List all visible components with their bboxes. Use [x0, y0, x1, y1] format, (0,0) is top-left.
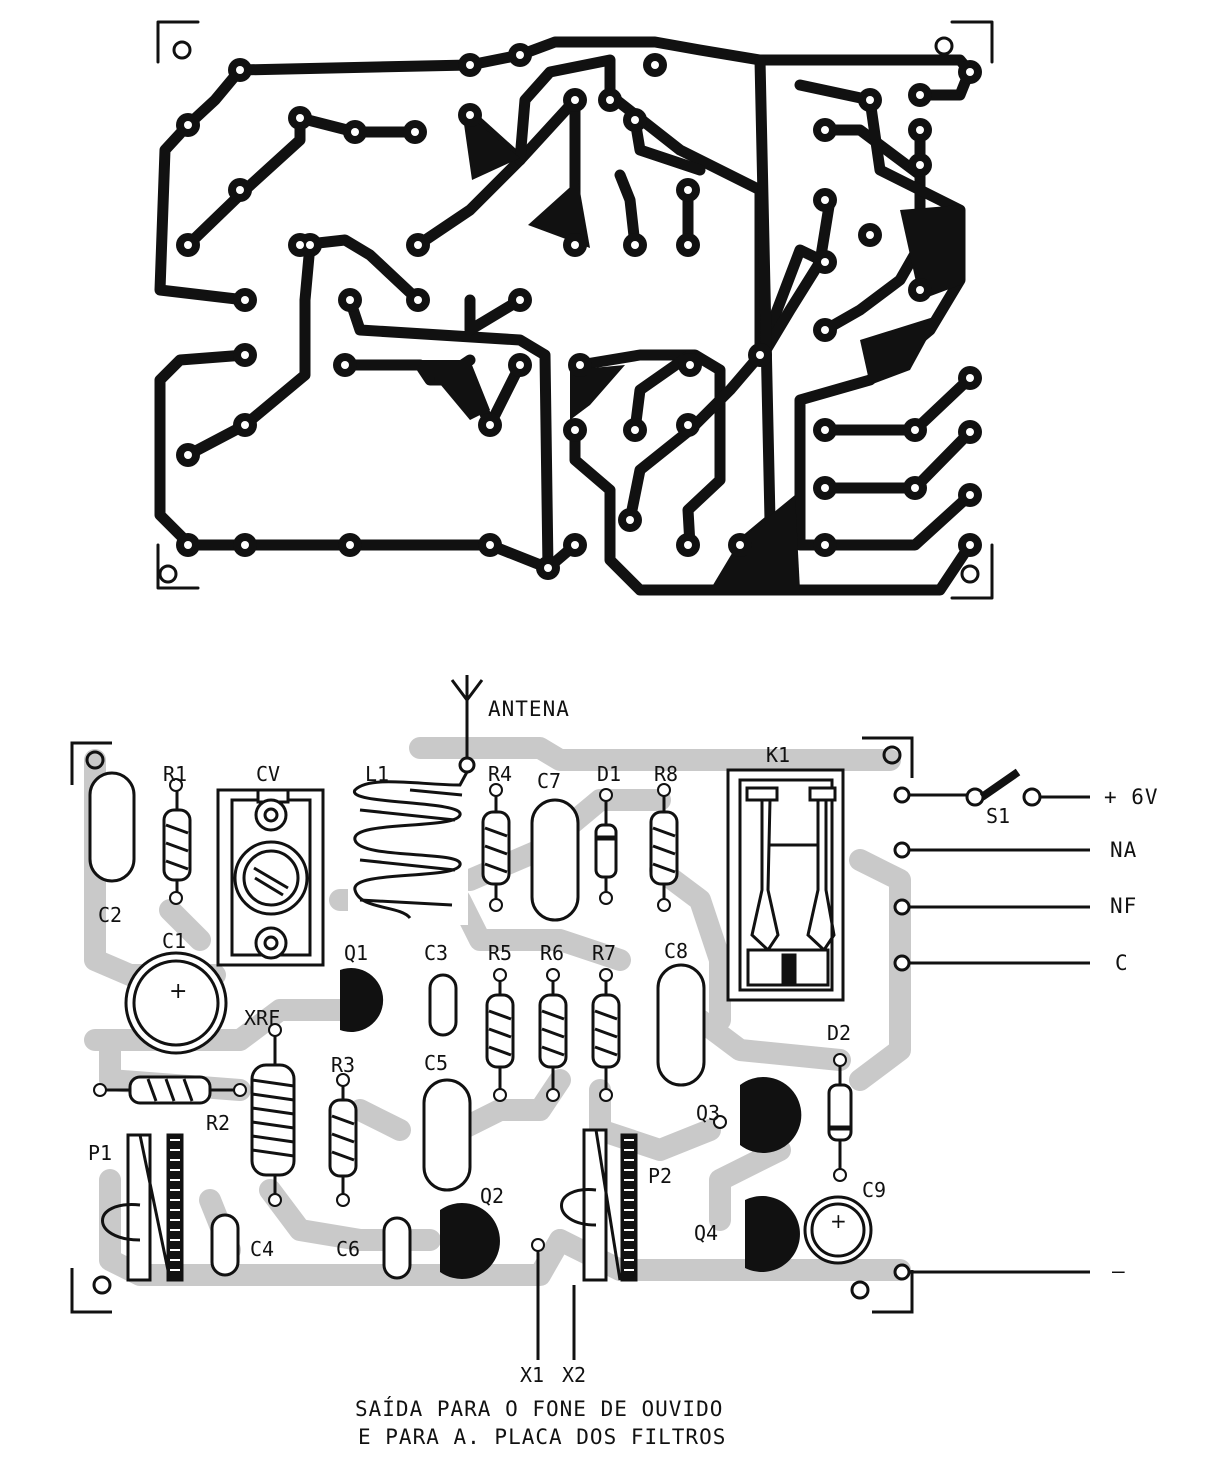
label-c9: C9 — [862, 1178, 886, 1202]
capacitor-c4 — [210, 1213, 240, 1277]
transistor-q3 — [740, 1077, 802, 1153]
pcb-pad-holes — [184, 51, 974, 572]
transistor-q1 — [340, 968, 384, 1032]
label-r6: R6 — [540, 941, 564, 965]
label-r1: R1 — [163, 762, 187, 786]
terminal-pos6v: + 6V — [1104, 785, 1159, 809]
capacitor-c3 — [428, 973, 458, 1037]
label-r3: R3 — [331, 1053, 355, 1077]
trimpot-p1 — [101, 1133, 184, 1282]
label-r4: R4 — [488, 762, 512, 786]
terminal-neg: – — [1112, 1259, 1126, 1283]
label-c3: C3 — [424, 941, 448, 965]
coil-l1 — [348, 771, 469, 925]
capacitor-c9: + — [803, 1195, 873, 1265]
label-c7: C7 — [537, 769, 561, 793]
board-corner-marks — [70, 736, 914, 1314]
resistor-r7 — [591, 975, 621, 1095]
capacitor-c8 — [656, 963, 706, 1087]
relay-k1 — [726, 768, 845, 1002]
label-d1: D1 — [597, 762, 621, 786]
label-q2: Q2 — [480, 1184, 504, 1208]
terminal-labels: + 6V NA NF C – — [1104, 785, 1159, 1283]
diode-d2 — [827, 1060, 853, 1175]
component-layout: ANTENA — [70, 675, 1159, 1449]
choke-xrf — [250, 1030, 296, 1200]
capacitor-c5 — [422, 1078, 472, 1192]
caption-line-1: SAÍDA PARA O FONE DE OUVIDO — [355, 1396, 723, 1421]
label-d2: D2 — [827, 1021, 851, 1045]
resistor-r3 — [328, 1080, 358, 1200]
transistor-q2 — [440, 1203, 500, 1280]
terminal-nf: NF — [1110, 894, 1137, 918]
component-labels: R1 CV L1 R4 C7 D1 R8 K1 C2 C1 Q1 C3 R5 R… — [88, 743, 1010, 1261]
label-s1: S1 — [986, 804, 1010, 828]
resistor-r1 — [162, 785, 192, 895]
resistor-r4 — [481, 790, 511, 905]
output-pin-lines — [536, 1245, 576, 1360]
pcb-copper-pours — [420, 110, 960, 590]
label-q1: Q1 — [344, 941, 368, 965]
terminal-wires — [893, 768, 1090, 1281]
pcb-corner-marks — [156, 20, 994, 600]
label-k1: K1 — [766, 743, 790, 767]
pcb-copper-layout — [154, 20, 994, 600]
svg-text:+: + — [169, 979, 187, 1004]
trimmer-capacitor-cv — [216, 788, 325, 967]
label-c1: C1 — [162, 929, 186, 953]
label-c4: C4 — [250, 1237, 274, 1261]
label-p2: P2 — [648, 1164, 672, 1188]
capacitor-c2 — [88, 771, 136, 883]
label-q4: Q4 — [694, 1221, 718, 1245]
pin-x2-label: X2 — [562, 1363, 586, 1387]
label-r2: R2 — [206, 1111, 230, 1135]
label-c6: C6 — [336, 1237, 360, 1261]
label-r5: R5 — [488, 941, 512, 965]
antenna-label: ANTENA — [488, 697, 570, 721]
resistor-r6 — [538, 975, 568, 1095]
diode-d1 — [594, 795, 618, 895]
trimpot-p2 — [560, 1128, 638, 1282]
pcb-mount-holes — [158, 36, 980, 584]
label-l1: L1 — [365, 762, 389, 786]
caption-line-2: E PARA A. PLACA DOS FILTROS — [358, 1425, 726, 1449]
label-q3: Q3 — [696, 1101, 720, 1125]
capacitor-c1: + — [124, 951, 228, 1055]
label-c2: C2 — [98, 903, 122, 927]
transistor-q4 — [745, 1196, 800, 1272]
capacitor-c6 — [382, 1216, 412, 1280]
pin-x1-label: X1 — [520, 1363, 544, 1387]
label-r8: R8 — [654, 762, 678, 786]
label-c5: C5 — [424, 1051, 448, 1075]
resistor-r8 — [649, 790, 679, 905]
component-pads — [93, 778, 847, 1252]
antenna-symbol — [450, 675, 484, 774]
terminal-c: C — [1115, 951, 1129, 975]
terminal-na: NA — [1110, 838, 1137, 862]
capacitor-c7 — [530, 798, 580, 922]
label-cv: CV — [256, 762, 280, 786]
label-r7: R7 — [592, 941, 616, 965]
label-c8: C8 — [664, 939, 688, 963]
svg-text:+: + — [830, 1209, 847, 1233]
label-xrf: XRF — [244, 1006, 280, 1030]
label-p1: P1 — [88, 1141, 112, 1165]
resistor-r5 — [485, 975, 515, 1095]
resistor-r2 — [100, 1075, 240, 1105]
pcb-traces — [154, 36, 976, 596]
